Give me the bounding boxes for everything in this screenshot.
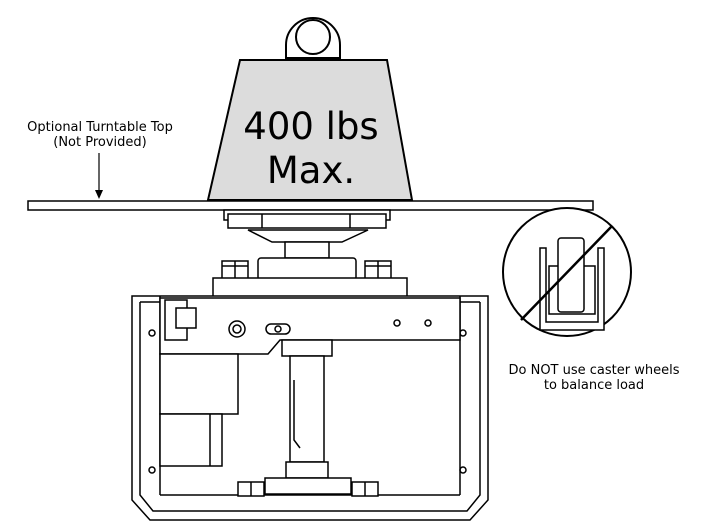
weight-icon: 400 lbs Max.: [206, 17, 414, 201]
weight-max-label: Max.: [267, 149, 355, 192]
caster-warning-line2: to balance load: [543, 378, 645, 393]
caster-warning-line1: Do NOT use caster wheels: [508, 363, 680, 378]
prohibition-slash: [520, 225, 613, 321]
turntable-arrow: [95, 153, 103, 199]
weight-value-label: 400 lbs: [243, 105, 378, 148]
turntable-label-line2: (Not Provided): [53, 135, 147, 150]
turntable-label-line1: Optional Turntable Top: [27, 120, 173, 135]
turntable-top-label: Optional Turntable Top (Not Provided): [0, 120, 200, 150]
motor-housing: [159, 353, 239, 467]
lock-bracket: [159, 297, 461, 355]
central-spindle: [237, 339, 379, 497]
weight-ring-hole: [295, 19, 331, 55]
weight-body: [206, 59, 414, 201]
caster-warning-label: Do NOT use caster wheels to balance load: [488, 363, 700, 393]
turntable-top-plate: [27, 200, 594, 211]
bearing-assembly: [212, 209, 408, 299]
no-caster-icon: [502, 207, 632, 337]
